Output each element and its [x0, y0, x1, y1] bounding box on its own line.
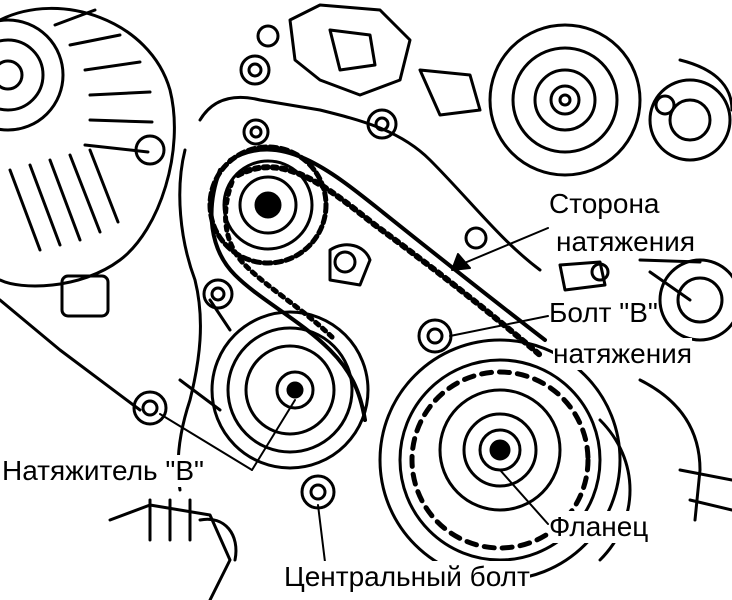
leader-flange [499, 469, 549, 525]
leader-bolt-b [449, 315, 549, 337]
bolt-b-label-line2: натяжения [553, 338, 692, 370]
lower-bracket [108, 498, 238, 600]
tension-side-label-line2: натяжения [556, 226, 695, 258]
leader-tensioner-b-pulley [251, 399, 296, 471]
timing-belt [209, 147, 547, 422]
leader-tensioner-b [159, 413, 253, 471]
tensioner-b-pulley [210, 243, 372, 470]
tension-side-arrow [451, 253, 471, 271]
alternator [0, 6, 176, 412]
leader-lines [159, 227, 549, 563]
right-side-parts [558, 258, 732, 522]
tensioner-b-label: Натяжитель "В" [2, 455, 204, 487]
bolt-b-label-line1: Болт "В" [549, 297, 658, 329]
leader-center-bolt [317, 504, 326, 563]
flange-label: Фланец [549, 511, 649, 543]
top-bracket [239, 3, 482, 140]
center-bolt-label: Центральный болт [284, 561, 530, 593]
leader-tension-side [461, 227, 549, 265]
tension-side-label-line1: Сторона [549, 188, 660, 220]
crankshaft-sprocket-flange [378, 338, 632, 582]
idler-pulley-upper-right [488, 23, 732, 177]
